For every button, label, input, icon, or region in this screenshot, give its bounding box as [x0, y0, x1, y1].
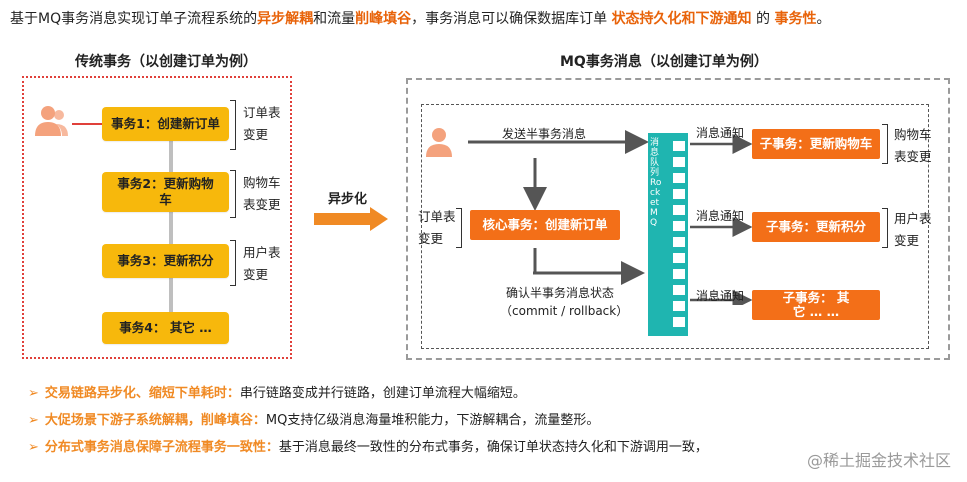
- step-note: 用户表 变更: [243, 245, 281, 282]
- core-transaction-box: 核心事务：创建新订单: [470, 210, 620, 240]
- mq-transaction-panel: [406, 78, 950, 360]
- step-box: 事务2：更新购物 车: [102, 172, 229, 212]
- note-bracket: [882, 124, 888, 164]
- step-connector: [169, 141, 173, 172]
- step-box: 事务4： 其它 …: [102, 312, 229, 344]
- step-note: 购物车 表变更: [243, 175, 281, 212]
- left-section-title: 传统事务（以创建订单为例）: [75, 54, 257, 70]
- step-note: 订单表 变更: [243, 105, 281, 142]
- send-half-label: 发送半事务消息: [502, 127, 587, 141]
- user-connector: [72, 123, 102, 125]
- benefit-list: ➢交易链路异步化、缩短下单耗时：串行链路变成并行链路，创建订单流程大幅缩短。 ➢…: [28, 380, 928, 461]
- step-connector: [169, 278, 173, 312]
- list-item: ➢分布式事务消息保障子流程事务一致性：基于消息最终一致性的分布式事务，确保订单状…: [28, 440, 708, 455]
- sub-transaction-box: 子事务：更新积分: [752, 212, 880, 242]
- note-bracket: [456, 208, 462, 248]
- async-arrow-icon: [314, 207, 388, 231]
- list-item: ➢交易链路异步化、缩短下单耗时：串行链路变成并行链路，创建订单流程大幅缩短。: [28, 386, 526, 401]
- confirm-label: 确认半事务消息状态: [506, 286, 615, 300]
- headline: 基于MQ事务消息实现订单子流程系统的异步解耦和流量削峰填谷，事务消息可以确保数据…: [10, 11, 831, 27]
- sub-note: 购物车 表变更: [894, 127, 932, 164]
- bullet-arrow-icon: ➢: [28, 440, 39, 455]
- async-label: 异步化: [328, 192, 368, 207]
- sub-note: 用户表 变更: [894, 211, 932, 248]
- note-bracket: [230, 240, 236, 286]
- flow-lines: [468, 130, 649, 285]
- confirm-sub-label: （commit / rollback）: [500, 304, 629, 318]
- step-box: 事务1：创建新订单: [102, 107, 229, 141]
- watermark: @稀土掘金技术社区: [806, 451, 951, 470]
- notify-label: 消息通知: [696, 126, 745, 140]
- note-bracket: [882, 208, 888, 248]
- queue-label: 消息队列 RocketMQ: [650, 138, 662, 228]
- mq-inner-panel: [421, 104, 929, 349]
- note-bracket: [230, 100, 236, 150]
- notify-label: 消息通知: [696, 209, 745, 223]
- core-note: 订单表 变更: [418, 209, 456, 246]
- note-bracket: [230, 170, 236, 218]
- sub-transaction-box: 子事务：更新购物车: [752, 129, 880, 159]
- bullet-arrow-icon: ➢: [28, 386, 39, 401]
- user-icon: [426, 128, 452, 157]
- traditional-transaction-panel: [22, 76, 292, 359]
- user-icon: [35, 106, 68, 136]
- bullet-arrow-icon: ➢: [28, 413, 39, 428]
- notify-label: 消息通知: [696, 289, 745, 303]
- sub-transaction-box: 子事务： 其 它 … …: [752, 290, 880, 320]
- notify-arrows: [690, 134, 753, 305]
- step-box: 事务3：更新积分: [102, 244, 229, 278]
- message-queue: [648, 133, 688, 336]
- list-item: ➢大促场景下游子系统解耦，削峰填谷：MQ支持亿级消息海量堆积能力，下游解耦合，流…: [28, 413, 600, 428]
- step-connector: [169, 212, 173, 244]
- right-section-title: MQ事务消息（以创建订单为例）: [560, 54, 768, 70]
